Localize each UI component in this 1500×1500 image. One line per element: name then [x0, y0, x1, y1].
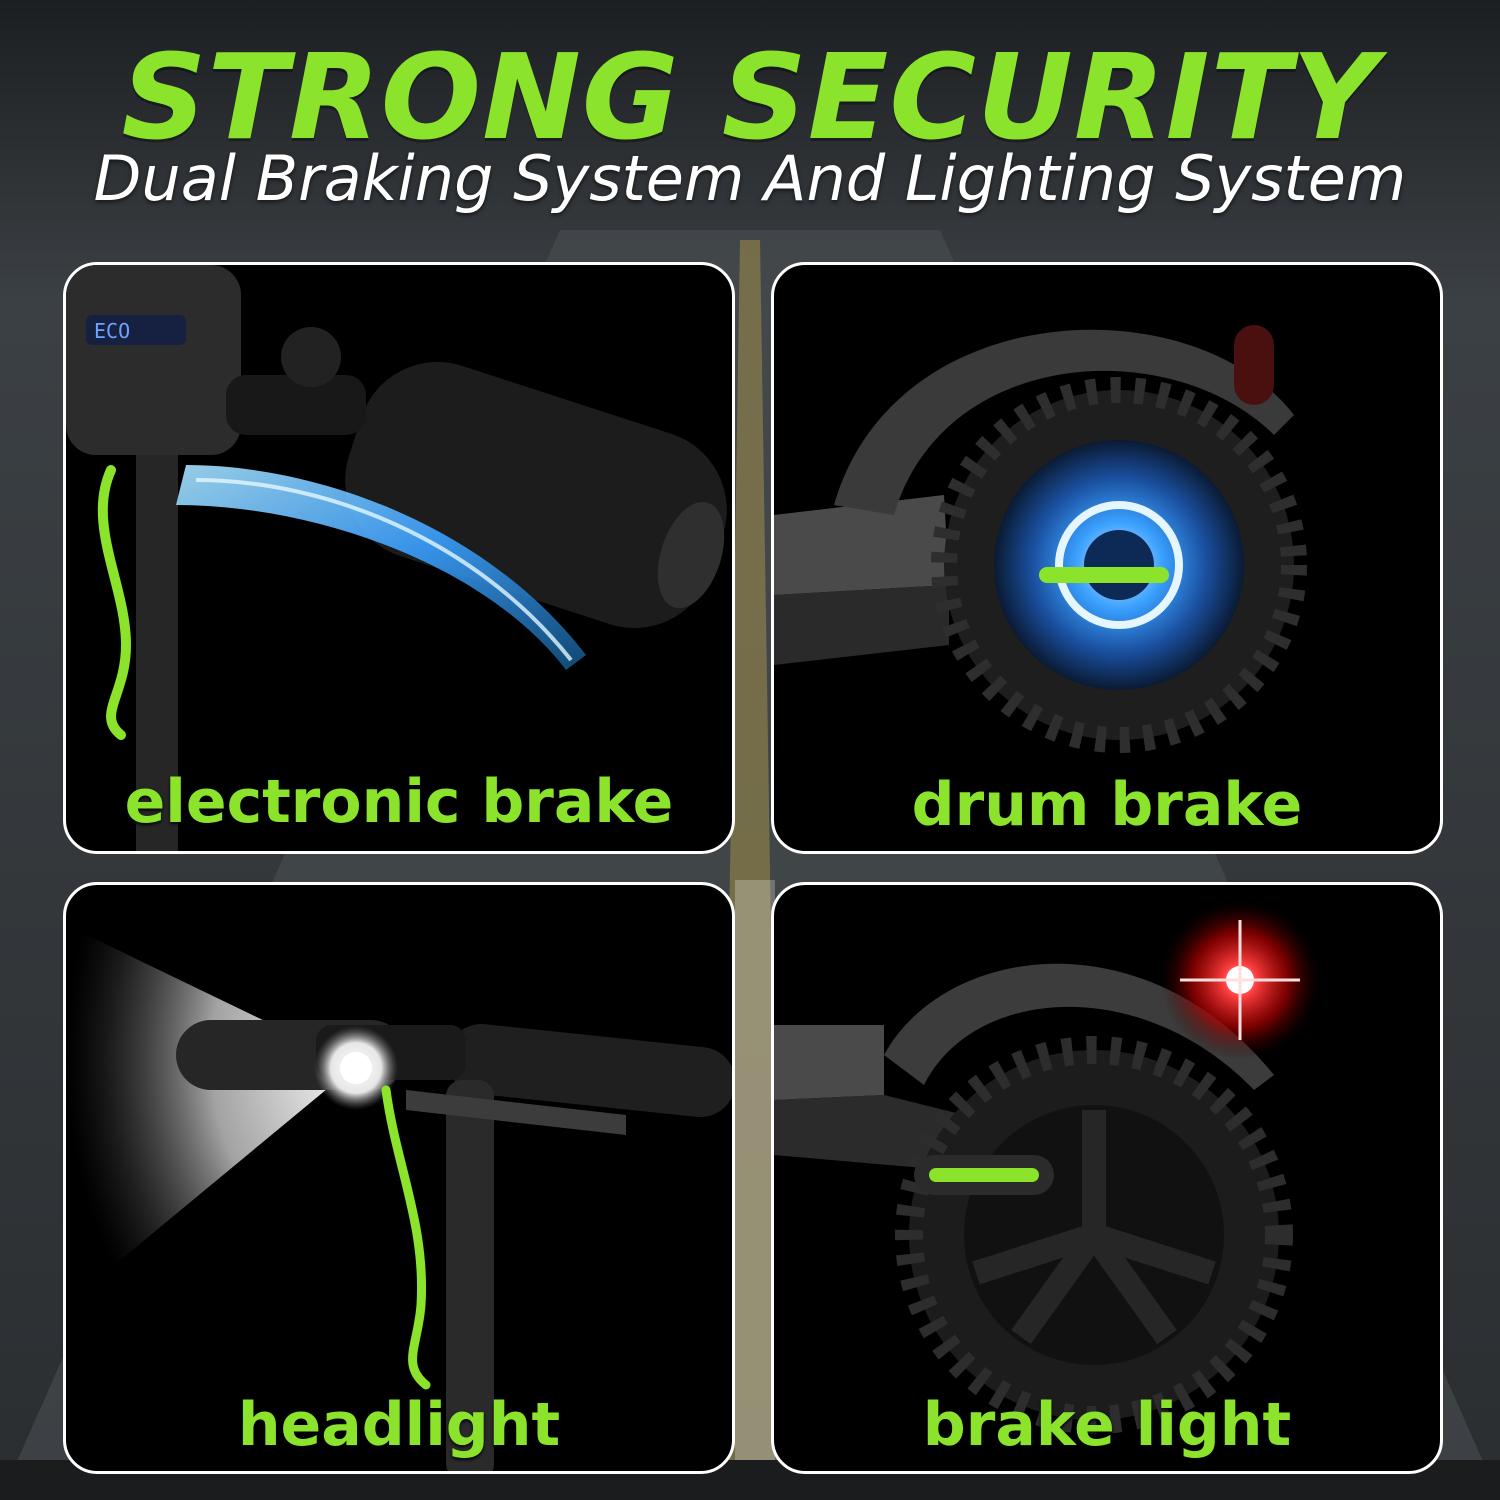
rear-red-light-icon — [774, 900, 1320, 1434]
feature-card-drum-brake: drum brake — [771, 262, 1443, 854]
feature-label: headlight — [237, 1390, 561, 1460]
svg-text:ECO: ECO — [94, 319, 130, 343]
feature-card-brake-light: brake light — [771, 882, 1443, 1474]
feature-card-electronic-brake: ECO electronic brake — [63, 262, 735, 854]
feature-label: electronic brake — [124, 767, 674, 837]
feature-label: drum brake — [911, 770, 1303, 840]
headline: STRONG SECURITY — [121, 28, 1379, 166]
rear-wheel-drum-icon — [774, 325, 1307, 753]
headlight-beam-icon — [66, 925, 732, 1471]
feature-label: brake light — [922, 1390, 1292, 1460]
feature-card-headlight: headlight — [63, 882, 735, 1474]
subheadline: Dual Braking System And Lighting System — [93, 142, 1407, 215]
handlebar-brake-lever-icon: ECO — [66, 265, 727, 851]
